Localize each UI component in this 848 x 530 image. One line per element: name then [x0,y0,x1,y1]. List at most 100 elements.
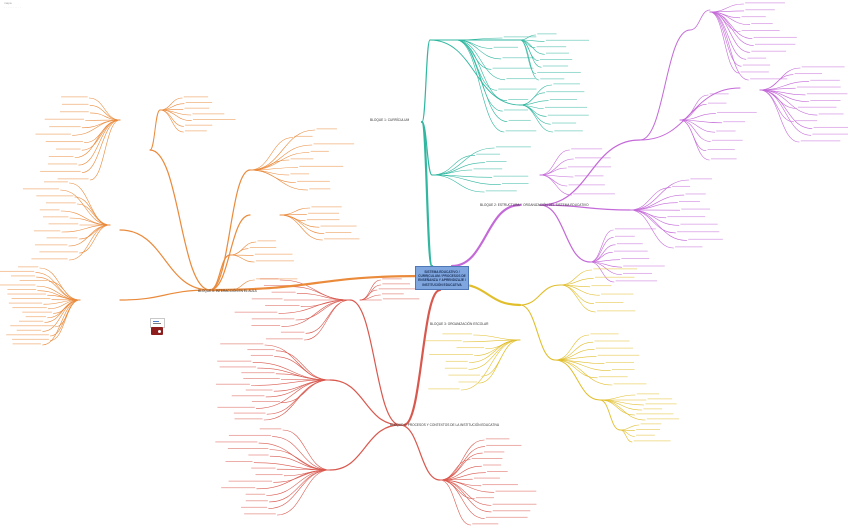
orange-branch-label[interactable]: BLOQUE 5: INTERACCIÓN EN EL AULA [198,288,258,293]
gold-group-b-leaf-label [442,333,472,335]
red-group-b-leaf-label [241,372,275,374]
orange-group-d-leaf-label [0,270,35,272]
orange-group-d-leaf-link [48,281,81,301]
red-group-c-leaf-link [272,436,331,471]
orange-group-c-leaf-label [46,237,78,239]
red-group-d-leaf-label [482,484,518,486]
orange-group-d-leaf-link [36,285,81,301]
teal-group-d-leaf-label [486,161,507,162]
red-branch-label[interactable]: BLOQUE 4: PROCESOS Y CONTEXTOS DE LA INS… [390,422,500,427]
purple-group-a-leaf-label [750,78,788,80]
orange-group-d-leaf-link [44,299,81,323]
purple-group-d-leaf-label [690,178,712,180]
red-group-d-leaf-link [439,479,485,519]
orange-group-c-leaf-label [43,216,69,218]
purple-group-f-leaf-label [567,166,612,168]
purple-group-c-leaf-label [710,158,737,160]
teal-group-c-leaf-link [519,84,553,106]
teal-group-b-leaf-link [519,39,542,68]
teal-group-c-leaf-label [547,114,589,116]
orange-group-d-leaf-label [12,343,41,345]
red-group-d-leaf-label [485,438,510,440]
purple-group-c-leaf-label [723,121,746,123]
purple-group-c-leaf-link [679,119,710,161]
purple-group-b-leaf-label [801,66,845,68]
purple-group-e-leaf-label [614,235,635,237]
red-group-b-leaf-label [243,378,280,379]
red-group-d-leaf-link [439,479,495,493]
red-group-c-leaf-link [276,469,331,516]
teal-group-c-leaf-link [519,104,554,133]
red-sub-link [349,299,401,426]
gold-group-b-leaf-link [460,339,521,391]
red-group-a-leaf-label [251,325,281,326]
teal-group-a-leaf-label [493,46,518,48]
red-group-e-leaf-label [382,278,402,280]
teal-group-c-leaf-label [554,130,583,132]
orange-group-c-leaf-label [48,223,79,225]
gold-group-b-leaf-label [448,374,481,376]
orange-group-c-leaf-label [44,181,68,183]
teal-group-a-leaf-label [498,88,537,90]
orange-group-e-leaf-label [316,128,337,130]
orange-group-f-leaf-label [320,225,357,227]
purple-group-e-leaf-label [616,243,643,245]
teal-group-d-leaf-link [431,174,485,193]
teal-branch-label[interactable]: BLOQUE 1: CURRÍCULUM [370,118,409,122]
orange-group-d-leaf-label [12,307,47,309]
red-group-d-leaf-link [439,459,471,481]
orange-group-b-leaf-label [40,170,81,172]
red-group-d-leaf-link [439,439,485,481]
red-group-c-leaf-link [256,469,331,490]
teal-group-c-leaf-label [549,99,577,100]
orange-group-f-leaf-label [308,212,339,214]
orange-group-b-leaf-link [81,119,121,173]
purple-group-a-leaf-label [747,57,767,59]
red-group-c-leaf-label [251,467,276,469]
central-topic-node[interactable]: SISTEMA EDUCATIVO / CURRICULUM / PROCESO… [415,266,469,290]
gold-sub-link [554,359,601,401]
orange-group-f-leaf-link [279,207,311,216]
orange-group-b-leaf-label [47,163,78,165]
red-group-b-leaf-label [251,401,281,402]
red-group-a-leaf-link [300,299,351,307]
teal-group-d-leaf-label [502,183,529,184]
purple-branch-label[interactable]: BLOQUE 2: ESTRUCTURA Y ORGANIZACIÓN DEL … [480,202,589,207]
gold-group-a-leaf-link [559,278,594,286]
gold-group-d-leaf-label [646,418,680,420]
gold-branch-label[interactable]: BLOQUE 3: ORGANIZACIÓN ESCOLAR [430,321,489,326]
brand-logo-icon [151,327,163,335]
orange-group-c-leaf-label [39,251,78,253]
red-group-a-leaf-label [280,331,305,333]
red-group-b-leaf-label [234,418,263,420]
red-group-c-leaf-label [255,474,283,476]
red-group-a-leaf-label [263,285,290,286]
purple-group-d-leaf-label [680,223,718,225]
purple-group-b-leaf-label [813,126,848,128]
orange-main-link [208,274,424,292]
teal-group-a-leaf-link [455,39,508,101]
red-group-b-leaf-label [250,354,273,356]
red-group-a-leaf-label [265,305,300,306]
gold-group-c-leaf-label [613,383,647,385]
red-group-d-leaf-link [439,479,492,506]
gold-group-c-leaf-link [554,359,611,372]
orange-group-a-leaf-label [192,113,225,115]
orange-group-g-leaf-link [229,254,255,263]
orange-group-e-leaf-link [249,137,294,171]
orange-group-e-leaf-label [290,158,314,160]
orange-group-b-leaf-link [74,119,121,158]
teal-group-a-leaf-label [503,109,529,111]
orange-group-c-leaf-link [74,196,111,226]
teal-sub-link [429,39,521,106]
red-group-d-leaf-label [495,490,537,492]
orange-group-b-leaf-link [88,97,121,121]
red-group-c-leaf-label [241,506,268,508]
teal-group-a-leaf-label [492,67,534,69]
purple-group-f-leaf-link [539,149,570,176]
red-group-c-leaf-link [268,469,331,509]
red-group-c-leaf-label [248,454,269,456]
gold-group-c-leaf-label [595,347,634,349]
